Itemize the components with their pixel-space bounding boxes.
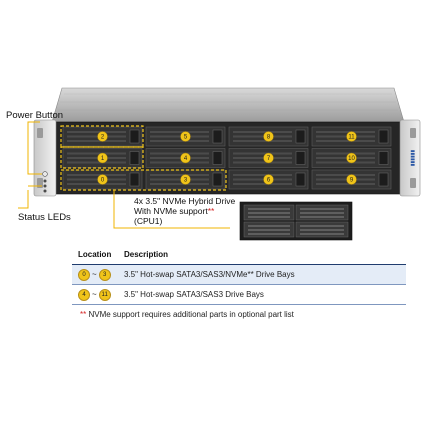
bay-number-badge (346, 152, 357, 164)
description-cell: 3.5" Hot-swap SATA3/SAS3/NVMe** Drive Ba… (118, 264, 406, 285)
power-button-icon[interactable] (42, 171, 48, 177)
bay-number-label: 7 (267, 156, 271, 162)
nvme-highlight-column (60, 146, 144, 169)
status-leds-label: Status LEDs (18, 212, 71, 223)
bay-number-badge (180, 152, 191, 164)
drive-bay[interactable]: 7 (228, 148, 309, 168)
location-cell: 4~11 (72, 284, 118, 305)
location-cell: 0~3 (72, 264, 118, 285)
bay-legend-table: Location Description 0~3 3.5" Hot-swap S… (72, 244, 406, 305)
bay-number-label: 9 (350, 178, 354, 184)
footnote: ** NVMe support requires additional part… (80, 310, 294, 319)
bay-number-badge (346, 174, 357, 185)
nvme-highlight-column (60, 125, 144, 148)
bay-number-label: 6 (267, 178, 271, 184)
bay-badge: 3 (98, 268, 111, 281)
footnote-text: NVMe support requires additional parts i… (86, 310, 294, 319)
bay-badge: 4 (78, 288, 90, 301)
table-header-row: Location Description (72, 244, 406, 265)
drive-latch-icon[interactable] (378, 129, 389, 144)
table-row: 4~11 3.5" Hot-swap SATA3/SAS3 Drive Bays (72, 284, 406, 305)
drive-latch-icon[interactable] (129, 172, 140, 187)
drive-latch-icon[interactable] (212, 129, 223, 144)
drive-bay[interactable]: 0 (62, 169, 143, 190)
power-button-leader (27, 121, 42, 175)
range-separator: ~ (92, 290, 97, 299)
nvme-highlight-bay (60, 169, 227, 191)
nvme-note-line3: (CPU1) (134, 216, 163, 226)
drive-latch-icon[interactable] (295, 172, 306, 187)
drive-bay[interactable]: 3 (145, 169, 226, 190)
bay-number-badge (180, 131, 191, 142)
bay-number-badge (97, 152, 108, 164)
drive-bay[interactable]: 1 (62, 148, 143, 168)
drive-latch-icon[interactable] (378, 151, 389, 165)
description-header: Description (118, 244, 406, 265)
table-row: 0~3 3.5" Hot-swap SATA3/SAS3/NVMe** Driv… (72, 264, 406, 285)
nvme-drive-inset (239, 201, 353, 241)
drive-bay[interactable]: 5 (145, 126, 226, 147)
bay-number-badge (97, 131, 108, 142)
bay-number-label: 0 (101, 178, 105, 184)
bay-number-label: 8 (267, 135, 271, 141)
range-separator: ~ (92, 270, 97, 279)
bay-number-badge (346, 131, 357, 142)
right-rack-ear (399, 119, 421, 197)
location-header: Location (72, 244, 118, 265)
drive-latch-icon[interactable] (295, 129, 306, 144)
drive-bay[interactable]: 2 (62, 126, 143, 147)
status-led-icon (43, 184, 47, 188)
nvme-note-line2-text: With NVMe support (134, 206, 208, 216)
bay-number-label: 11 (348, 135, 355, 141)
bay-number-label: 2 (101, 135, 105, 141)
bay-number-label: 4 (184, 156, 188, 162)
drive-latch-icon[interactable] (212, 172, 223, 187)
status-led-icon (43, 189, 47, 193)
nvme-note: 4x 3.5" NVMe Hybrid Drive With NVMe supp… (134, 196, 244, 226)
nvme-note-leader (113, 190, 230, 229)
drive-latch-icon[interactable] (212, 151, 223, 165)
drive-latch-icon[interactable] (295, 151, 306, 165)
bay-badge: 0 (78, 268, 90, 281)
chassis-top (51, 87, 405, 123)
drive-bay[interactable]: 11 (311, 126, 392, 147)
bay-number-label: 3 (184, 178, 188, 184)
bay-number-label: 1 (101, 156, 105, 162)
brand-logo: ▮▮▮▮▮▮ (410, 150, 416, 167)
drive-bay[interactable]: 10 (311, 148, 392, 168)
drive-bay[interactable]: 4 (145, 148, 226, 168)
bay-number-label: 5 (184, 135, 188, 141)
bay-number-badge (263, 131, 274, 142)
bay-number-badge (97, 174, 108, 185)
bay-number-badge (263, 174, 274, 185)
bay-badge: 11 (98, 288, 111, 301)
bay-number-label: 10 (348, 156, 355, 162)
drive-bay[interactable]: 6 (228, 169, 309, 190)
status-leds-leader (18, 190, 29, 209)
drive-latch-icon[interactable] (378, 172, 389, 187)
status-led-icon (43, 179, 47, 183)
nvme-note-line2: With NVMe support** (134, 206, 244, 216)
bay-number-badge (180, 174, 191, 185)
description-cell: 3.5" Hot-swap SATA3/SAS3 Drive Bays (118, 284, 406, 305)
drive-latch-icon[interactable] (129, 129, 140, 144)
drive-bay[interactable]: 8 (228, 126, 309, 147)
drive-bay[interactable]: 9 (311, 169, 392, 190)
left-rack-ear (33, 119, 57, 197)
nvme-note-mark: ** (207, 206, 215, 216)
nvme-note-line1: 4x 3.5" NVMe Hybrid Drive (134, 196, 236, 206)
bay-number-badge (263, 152, 274, 164)
power-button-label: Power Button (6, 110, 64, 121)
footnote-mark: ** (80, 310, 87, 319)
drive-latch-icon[interactable] (129, 151, 140, 165)
